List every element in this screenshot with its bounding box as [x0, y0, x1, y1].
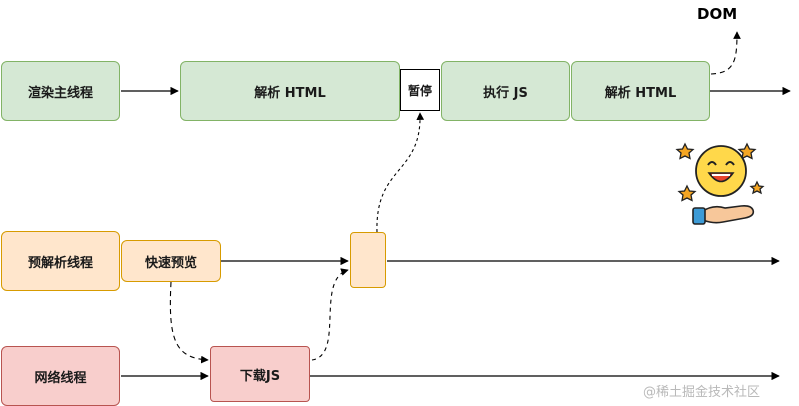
- smiling-face-with-stars-icon: [673, 138, 765, 230]
- network-thread-label: 网络线程: [1, 346, 120, 406]
- pause-text: 暂停: [407, 83, 432, 98]
- execute-js-segment: 执行 JS: [441, 61, 570, 121]
- download-js-text: 下载JS: [239, 368, 281, 384]
- download-js-segment: 下载JS: [210, 346, 310, 402]
- execute-js-text: 执行 JS: [483, 85, 528, 101]
- quick-preview-segment: 快速预览: [121, 240, 221, 282]
- preparse-thread-label-text: 预解析线程: [27, 255, 93, 271]
- dashed-html-to-dom: [710, 31, 741, 75]
- watermark: @稀土掘金技术社区: [643, 385, 761, 400]
- render-thread-label: 渲染主线程: [1, 61, 120, 121]
- render-thread-label-text: 渲染主线程: [27, 85, 93, 101]
- preparse-thread-label: 预解析线程: [1, 231, 120, 291]
- parse-html-segment-1: 解析 HTML: [180, 61, 400, 121]
- dom-label: DOM: [697, 5, 738, 23]
- dashed-preview-to-download: [169, 281, 209, 364]
- parse-html-1-text: 解析 HTML: [254, 85, 326, 101]
- pause-segment: 暂停: [400, 69, 440, 111]
- parse-html-2-text: 解析 HTML: [604, 85, 677, 101]
- preparse-marker-segment: [350, 232, 386, 288]
- dashed-download-to-marker: [311, 268, 349, 361]
- network-thread-label-text: 网络线程: [34, 370, 87, 386]
- dotted-marker-to-pause: [376, 112, 425, 233]
- quick-preview-text: 快速预览: [144, 255, 197, 271]
- parse-html-segment-2: 解析 HTML: [571, 61, 710, 121]
